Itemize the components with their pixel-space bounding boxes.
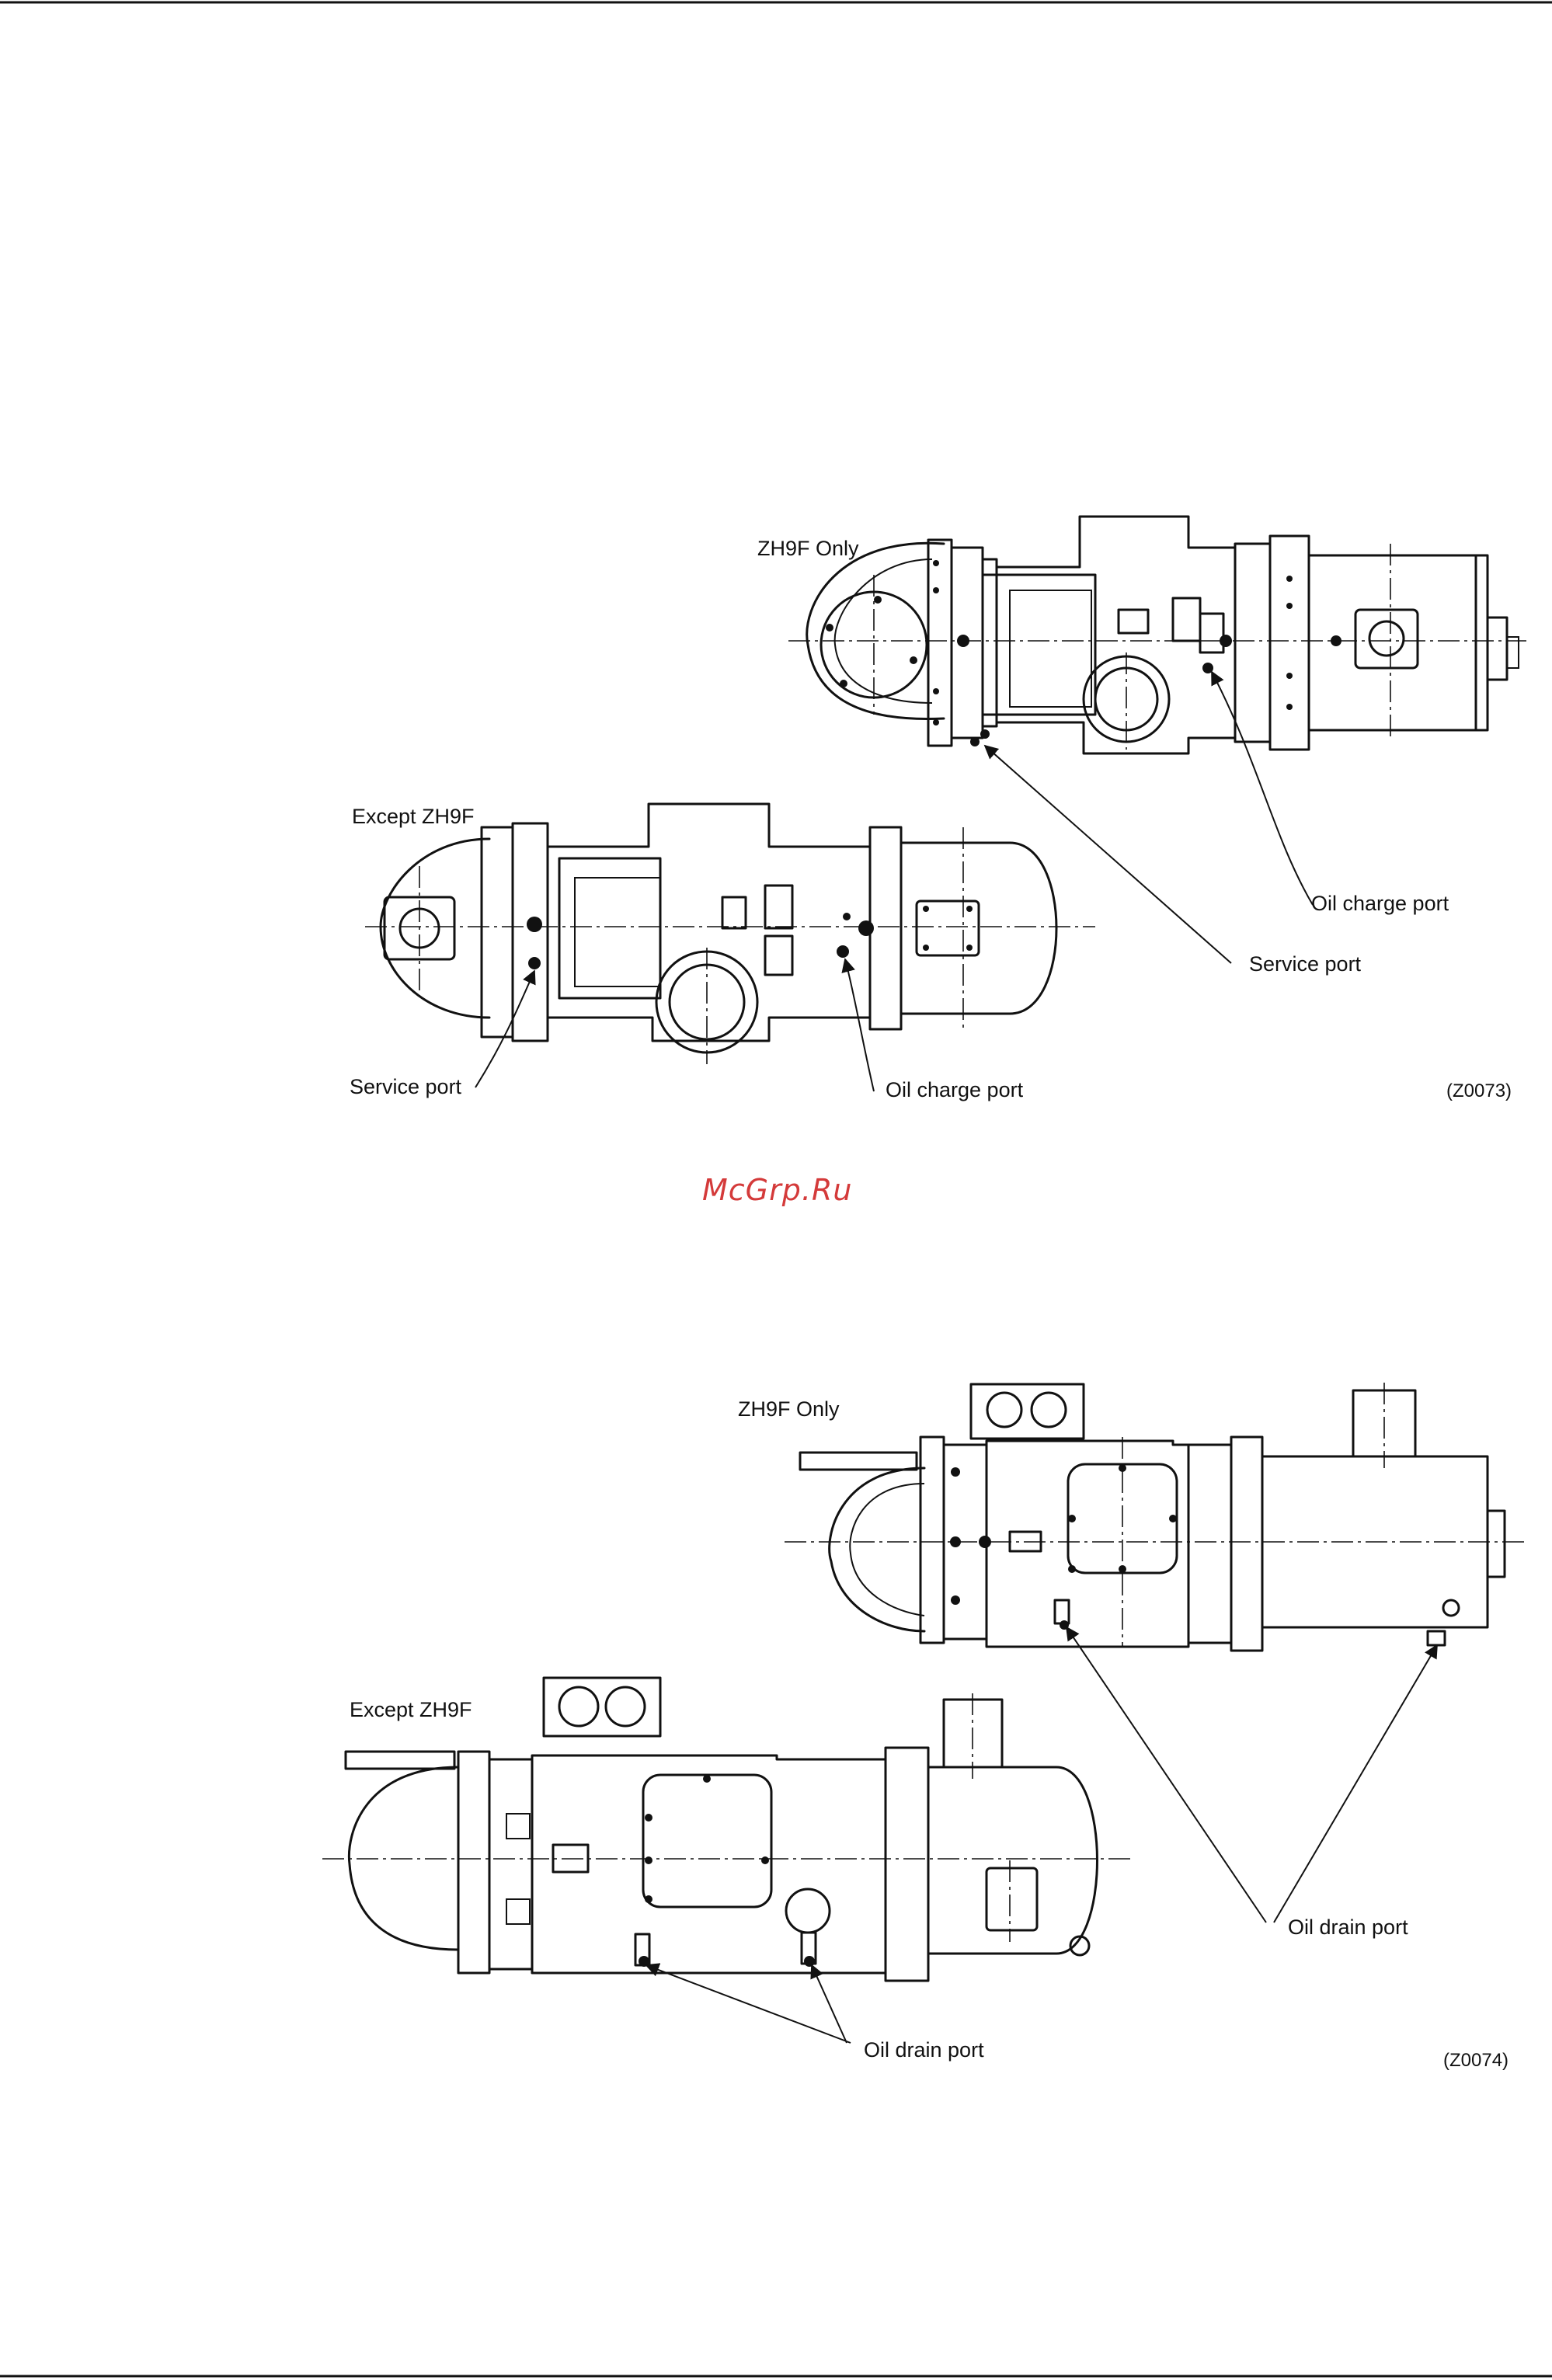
leader-service-port-bottom — [475, 971, 534, 1087]
leader-oil-charge-top — [1212, 672, 1313, 905]
compressor-drawing-standard-bottom-2 — [322, 1678, 1130, 1981]
figure-z0074: ZH9F Only Except ZH9F Oil drain port Oil… — [322, 1383, 1526, 2071]
label-except-zh9f-2: Except ZH9F — [350, 1698, 472, 1721]
watermark-text: McGrp.Ru — [702, 1173, 852, 1207]
callout-oil-drain-port-bottom: Oil drain port — [864, 2038, 984, 2062]
leader-oil-drain-top-b — [1274, 1645, 1437, 1922]
leader-service-port-top — [985, 746, 1231, 963]
label-except-zh9f-1: Except ZH9F — [352, 805, 475, 828]
callout-oil-charge-port-bottom: Oil charge port — [886, 1078, 1024, 1101]
figure-code-z0073: (Z0073) — [1446, 1080, 1512, 1101]
leader-oil-drain-bottom-a — [646, 1965, 851, 2043]
compressor-drawing-zh9f-top — [788, 517, 1526, 753]
callout-service-port-bottom: Service port — [350, 1075, 462, 1098]
label-zh9f-only-2: ZH9F Only — [738, 1397, 840, 1421]
callout-oil-charge-port-top: Oil charge port — [1311, 892, 1449, 915]
figure-code-z0074: (Z0074) — [1443, 2050, 1509, 2071]
callout-oil-drain-port-top: Oil drain port — [1288, 1915, 1408, 1939]
callout-service-port-top: Service port — [1249, 952, 1362, 976]
figure-z0073: ZH9F Only Except ZH9F Oil charge port Se… — [350, 517, 1526, 1101]
leader-oil-drain-bottom-b — [812, 1965, 847, 2043]
compressor-drawing-zh9f-top-2 — [785, 1383, 1526, 1651]
label-zh9f-only-1: ZH9F Only — [757, 537, 859, 560]
compressor-drawing-standard-bottom — [365, 804, 1095, 1064]
